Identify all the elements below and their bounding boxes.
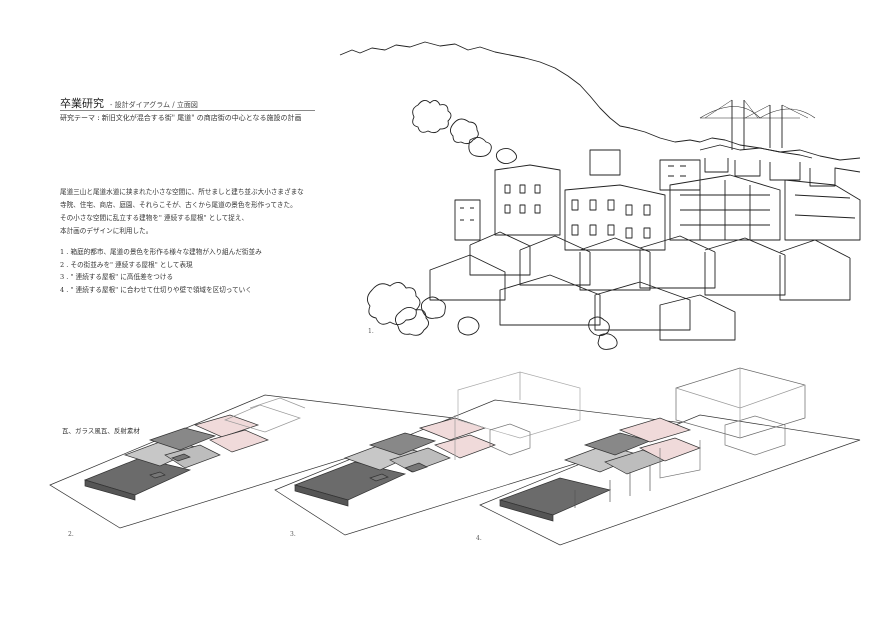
description-line: 本計画のデザインに利用した。 xyxy=(60,227,153,235)
title-main: 卒業研究 xyxy=(60,97,104,110)
design-step: 3 . " 連続する屋根" に高低差をつける xyxy=(60,273,174,281)
description-line: 寺院、住宅、商店、庭園、それらこそが、古くから尾道の景色を形作ってきた。 xyxy=(60,201,297,209)
figure-number-1: 1. xyxy=(368,328,374,335)
diagram-3 xyxy=(274,371,701,536)
figure-number-4: 4. xyxy=(476,535,482,542)
title-divider xyxy=(60,110,315,111)
description-paragraph: 尾道三山と尾道水道に挟まれた小さな空間に、所せましと建ち並ぶ大小さまざまな 寺院… xyxy=(60,186,360,238)
design-step: 4 . " 連続する屋根" に合わせて仕切りや壁で領域を区切っていく xyxy=(60,285,252,294)
figure-number-2: 2. xyxy=(68,531,74,538)
design-steps-list: 1 . 箱庭的都市、尾道の景色を形作る様々な建物が入り組んだ街並み 2 . その… xyxy=(60,246,262,296)
description-line: その小さな空間に乱立する建物を" 連続する屋根" として捉え、 xyxy=(60,214,249,222)
research-theme: 研究テーマ : 新旧文化が混合する街" 尾道" の商店街の中心となる施設の計画 xyxy=(60,114,302,122)
diagram-4 xyxy=(479,367,861,546)
diagram-2 xyxy=(49,394,471,529)
material-annotation: 瓦、ガラス風瓦、反射素材 xyxy=(62,427,140,435)
figure-number-3: 3. xyxy=(290,531,296,538)
design-step: 1 . 箱庭的都市、尾道の景色を形作る様々な建物が入り組んだ街並み xyxy=(60,248,262,256)
description-line: 尾道三山と尾道水道に挟まれた小さな空間に、所せましと建ち並ぶ大小さまざまな xyxy=(60,188,304,196)
design-step: 2 . その街並みを" 連続する屋根" として表現 xyxy=(60,260,193,269)
page-title: 卒業研究 - 設計ダイアグラム / 立面図 xyxy=(60,95,198,111)
title-subtitle: - 設計ダイアグラム / 立面図 xyxy=(110,101,198,109)
